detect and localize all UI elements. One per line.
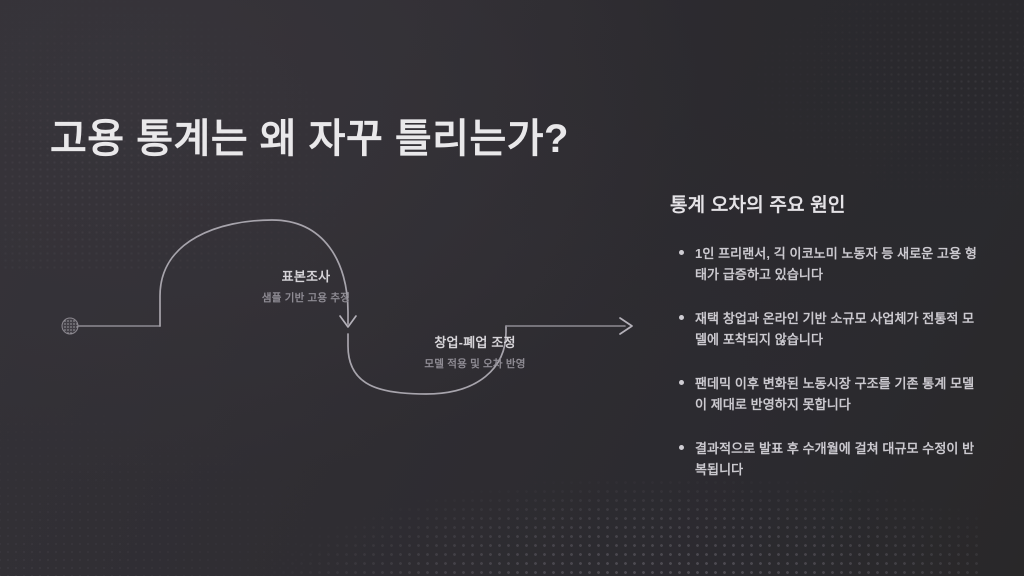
flow-step-subtitle-2: 모델 적용 및 오차 반영 (424, 358, 526, 370)
panel-heading: 통계 오차의 주요 원인 (670, 195, 846, 216)
bullet-dot-icon (679, 380, 684, 385)
flow-diagram: 표본조사 샘플 기반 고용 추정 창업-폐업 조정 모델 적용 및 오차 반영 (40, 200, 660, 400)
flow-arc-second (347, 325, 507, 395)
list-item-text: 결과적으로 발표 후 수개월에 걸쳐 대규모 수정이 반복됩니다 (695, 441, 975, 477)
flow-arc-first (159, 219, 349, 327)
flow-step-subtitle-1: 샘플 기반 고용 추정 (261, 292, 351, 304)
arrow-right-icon (619, 317, 633, 335)
bullet-dot-icon (679, 315, 684, 320)
slide-title: 고용 통계는 왜 자꾸 틀리는가? (50, 117, 569, 161)
flow-step-title-2: 창업-폐업 조정 (434, 335, 516, 350)
list-item: 1인 프리랜서, 긱 이코노미 노동자 등 새로운 고용 형태가 급증하고 있습… (670, 243, 980, 285)
flow-step-label-1: 표본조사 샘플 기반 고용 추정 (226, 266, 386, 305)
list-item: 팬데믹 이후 변화된 노동시장 구조를 기존 통계 모델이 제대로 반영하지 못… (670, 373, 980, 415)
list-item-text: 팬데믹 이후 변화된 노동시장 구조를 기존 통계 모델이 제대로 반영하지 못… (695, 376, 975, 412)
dot-texture-top-right (734, 0, 1024, 210)
causes-panel: 통계 오차의 주요 원인 1인 프리랜서, 긱 이코노미 노동자 등 새로운 고… (670, 190, 980, 503)
list-item-text: 재택 창업과 온라인 기반 소규모 사업체가 전통적 모델에 포착되지 않습니다 (695, 311, 975, 347)
list-item: 결과적으로 발표 후 수개월에 걸쳐 대규모 수정이 반복됩니다 (670, 438, 980, 480)
flow-diagram-svg (61, 219, 633, 395)
dot-texture-bottom-left (0, 396, 360, 576)
bullet-dot-icon (679, 445, 684, 450)
start-node-icon (61, 317, 79, 335)
flow-step-title-1: 표본조사 (281, 269, 331, 284)
arrow-down-icon (339, 315, 357, 328)
list-item: 재택 창업과 온라인 기반 소규모 사업체가 전통적 모델에 포착되지 않습니다 (670, 308, 980, 350)
bullet-dot-icon (679, 250, 684, 255)
list-item-text: 1인 프리랜서, 긱 이코노미 노동자 등 새로운 고용 형태가 급증하고 있습… (695, 246, 977, 282)
flow-step-label-2: 창업-폐업 조정 모델 적용 및 오차 반영 (390, 332, 560, 371)
